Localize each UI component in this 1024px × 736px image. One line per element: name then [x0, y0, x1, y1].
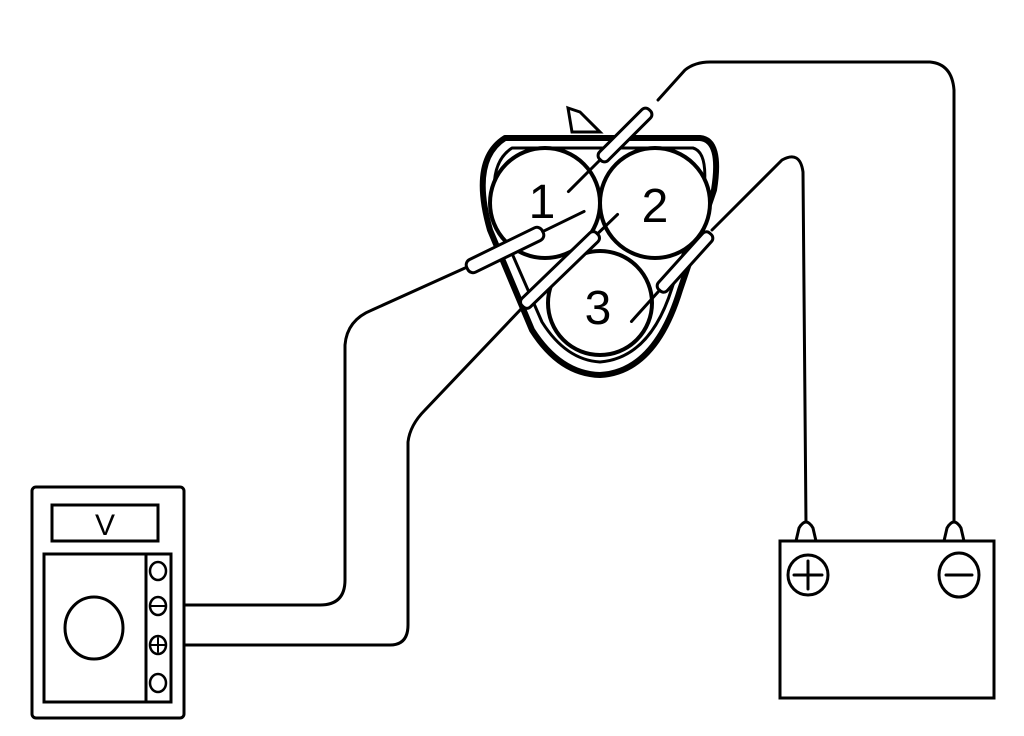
terminal-cavity-3 [546, 249, 654, 357]
wire-meter-positive-to-terminal-2 [164, 306, 524, 647]
terminal-label-2: 2 [642, 180, 669, 233]
probe-needle [629, 288, 662, 323]
probe-needle [541, 209, 586, 234]
terminal-cavity-2 [598, 146, 712, 260]
probe-terminal-1-to-battery-negative [566, 106, 654, 194]
jack-bottom [148, 672, 168, 694]
wire-meter-negative-to-terminal-1 [164, 266, 467, 607]
multimeter-display [50, 503, 160, 543]
multimeter: V [30, 485, 186, 720]
terminal-label-3: 3 [585, 282, 612, 335]
probe-terminal-3-to-battery-positive [629, 230, 715, 323]
probe-terminal-2-to-meter-positive [518, 212, 620, 310]
battery [778, 520, 996, 700]
jack-top [148, 560, 168, 582]
connector-key-tab [566, 105, 604, 134]
battery-positive-post [794, 520, 818, 543]
battery-negative-post [942, 520, 966, 543]
probe-needle [595, 212, 620, 236]
wire-battery-negative-to-terminal-1 [656, 60, 956, 527]
probe-terminal-1-to-meter-negative [464, 209, 586, 275]
wire-battery-positive-to-terminal-3 [710, 155, 808, 527]
terminal-label-1: 1 [529, 176, 556, 229]
multimeter-dial [63, 595, 125, 661]
connector-housing-outer [479, 135, 720, 378]
connector: 1 2 3 [479, 105, 720, 378]
probe-needle [566, 158, 602, 194]
multimeter-display-text: V [95, 509, 115, 542]
